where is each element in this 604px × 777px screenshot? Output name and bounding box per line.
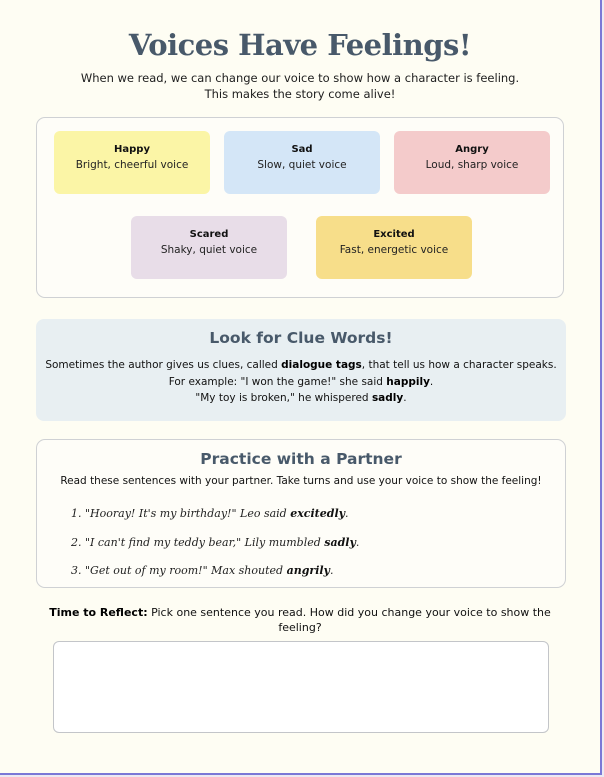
clue-text-span: . [429,375,434,388]
emotion-description: Slow, quiet voice [257,159,347,171]
emotion-name: Scared [189,229,229,240]
clue-text-span: Sometimes the author gives us clues, cal… [45,359,282,371]
emotion-card-angry: Angry Loud, sharp voice [394,131,550,194]
example-adverb: sadly [371,392,404,404]
emotion-card-happy: Happy Bright, cheerful voice [54,131,210,194]
emotion-card-sad: Sad Slow, quiet voice [224,131,380,194]
example-adverb: happily [386,375,430,388]
practice-panel: Practice with a Partner Read these sente… [36,439,566,588]
emotion-name: Excited [373,229,415,240]
clue-text-span: . [403,392,407,404]
practice-sentence: 1. "Hooray! It's my birthday!" Leo said … [71,506,359,535]
sentence-adverb: excitedly [290,507,346,520]
clue-text-span: "My toy is broken," he whispered [195,392,372,404]
sentence-text: "Get out of my room!" Max shouted [85,564,287,577]
sentence-end: . [355,535,360,549]
sentence-text: "I can't find my teddy bear," Lily mumbl… [85,535,325,549]
emotion-description: Bright, cheerful voice [75,159,189,171]
practice-sentence: 2. "I can't find my teddy bear," Lily mu… [71,535,359,564]
sentence-number: 3. [71,564,82,577]
emotion-name: Happy [114,144,150,155]
clue-words-text: Sometimes the author gives us clues, cal… [36,357,566,407]
reflection-answer-field[interactable] [53,641,549,733]
intro-text: When we read, we can change our voice to… [80,71,520,101]
emotion-card-excited: Excited Fast, energetic voice [316,216,472,279]
emotion-description: Shaky, quiet voice [160,244,258,256]
emotion-name: Angry [455,144,489,155]
emotion-card-scared: Scared Shaky, quiet voice [131,216,287,279]
practice-sentence: 3. "Get out of my room!" Max shouted ang… [71,563,359,592]
dialogue-tags-term: dialogue tags [281,359,362,371]
clue-words-panel: Look for Clue Words! Sometimes the autho… [36,319,566,421]
sentence-adverb: angrily [286,564,330,577]
clue-line-3: "My toy is broken," he whispered sadly. [36,390,566,407]
clue-words-heading: Look for Clue Words! [209,329,393,347]
sentence-number: 2. [71,535,82,549]
emotion-description: Fast, energetic voice [339,244,449,256]
reflect-question: Pick one sentence you read. How did you … [147,606,551,634]
clue-line-1: Sometimes the author gives us clues, cal… [36,357,566,374]
practice-instructions: Read these sentences with your partner. … [60,475,542,487]
practice-heading: Practice with a Partner [200,450,402,468]
emotion-description: Loud, sharp voice [425,159,519,171]
emotion-name: Sad [291,144,313,155]
page-title: Voices Have Feelings! [128,28,472,62]
clue-line-2: For example: "I won the game!" she said … [36,374,566,391]
reflect-prompt: Time to Reflect: Pick one sentence you r… [40,605,560,635]
emotion-cards-panel: Happy Bright, cheerful voice Sad Slow, q… [36,117,564,298]
sentence-end: . [345,507,349,520]
sentence-text: "Hooray! It's my birthday!" Leo said [85,507,291,520]
sentence-number: 1. [71,507,82,520]
sentence-end: . [329,564,334,577]
clue-text-span: For example: "I won the game!" she said [168,375,387,388]
reflect-label: Time to Reflect: [49,606,148,619]
practice-sentence-list: 1. "Hooray! It's my birthday!" Leo said … [71,506,359,592]
sentence-adverb: sadly [324,535,356,549]
clue-text-span: , that tell us how a character speaks. [361,359,557,371]
